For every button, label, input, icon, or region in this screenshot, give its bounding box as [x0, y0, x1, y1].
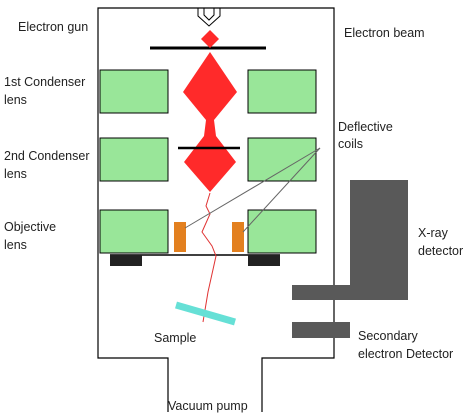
second-condenser-lens-right — [247, 137, 317, 182]
beam-crossover-top — [201, 30, 219, 48]
label-secondary-line1: Secondary — [358, 329, 419, 343]
electron-gun-tip — [203, 8, 215, 21]
label-objective-line2: lens — [4, 238, 27, 252]
label-electron-gun: Electron gun — [18, 20, 88, 34]
column-chamber-outline — [97, 7, 335, 412]
objective-lens-left — [99, 209, 169, 254]
beam-first-condenser — [183, 52, 237, 120]
label-second-condenser-line1: 2nd Condenser — [4, 149, 89, 163]
scanned-beam-path — [201, 192, 217, 323]
label-sample: Sample — [154, 331, 196, 345]
deflective-leader-left — [184, 147, 321, 229]
pole-piece-left — [110, 255, 142, 266]
first-condenser-lens-left — [99, 69, 169, 114]
electron-gun-filament — [197, 8, 221, 27]
deflective-coil-left — [174, 222, 186, 252]
label-xray-line2: detector — [418, 244, 463, 258]
sample-plate — [175, 301, 236, 326]
label-deflective-line1: Deflective — [338, 120, 393, 134]
label-xray-line1: X-ray — [418, 226, 449, 240]
label-first-condenser-line2: lens — [4, 93, 27, 107]
label-vacuum-pump: Vacuum pump — [168, 399, 248, 413]
second-condenser-lens-left — [99, 137, 169, 182]
secondary-electron-detector — [292, 322, 350, 338]
deflective-coil-right — [232, 222, 244, 252]
label-secondary-line2: electron Detector — [358, 347, 453, 361]
label-electron-beam: Electron beam — [344, 26, 425, 40]
objective-lens-right — [247, 209, 317, 254]
deflective-leader-right — [242, 147, 321, 233]
label-second-condenser-line2: lens — [4, 167, 27, 181]
first-condenser-lens-right — [247, 69, 317, 114]
label-first-condenser-line1: 1st Condenser — [4, 75, 85, 89]
label-objective-line1: Objective — [4, 220, 56, 234]
beam-second-condenser — [184, 120, 236, 192]
pole-piece-right — [248, 255, 280, 266]
label-deflective-line2: coils — [338, 137, 363, 151]
xray-detector — [292, 180, 408, 300]
